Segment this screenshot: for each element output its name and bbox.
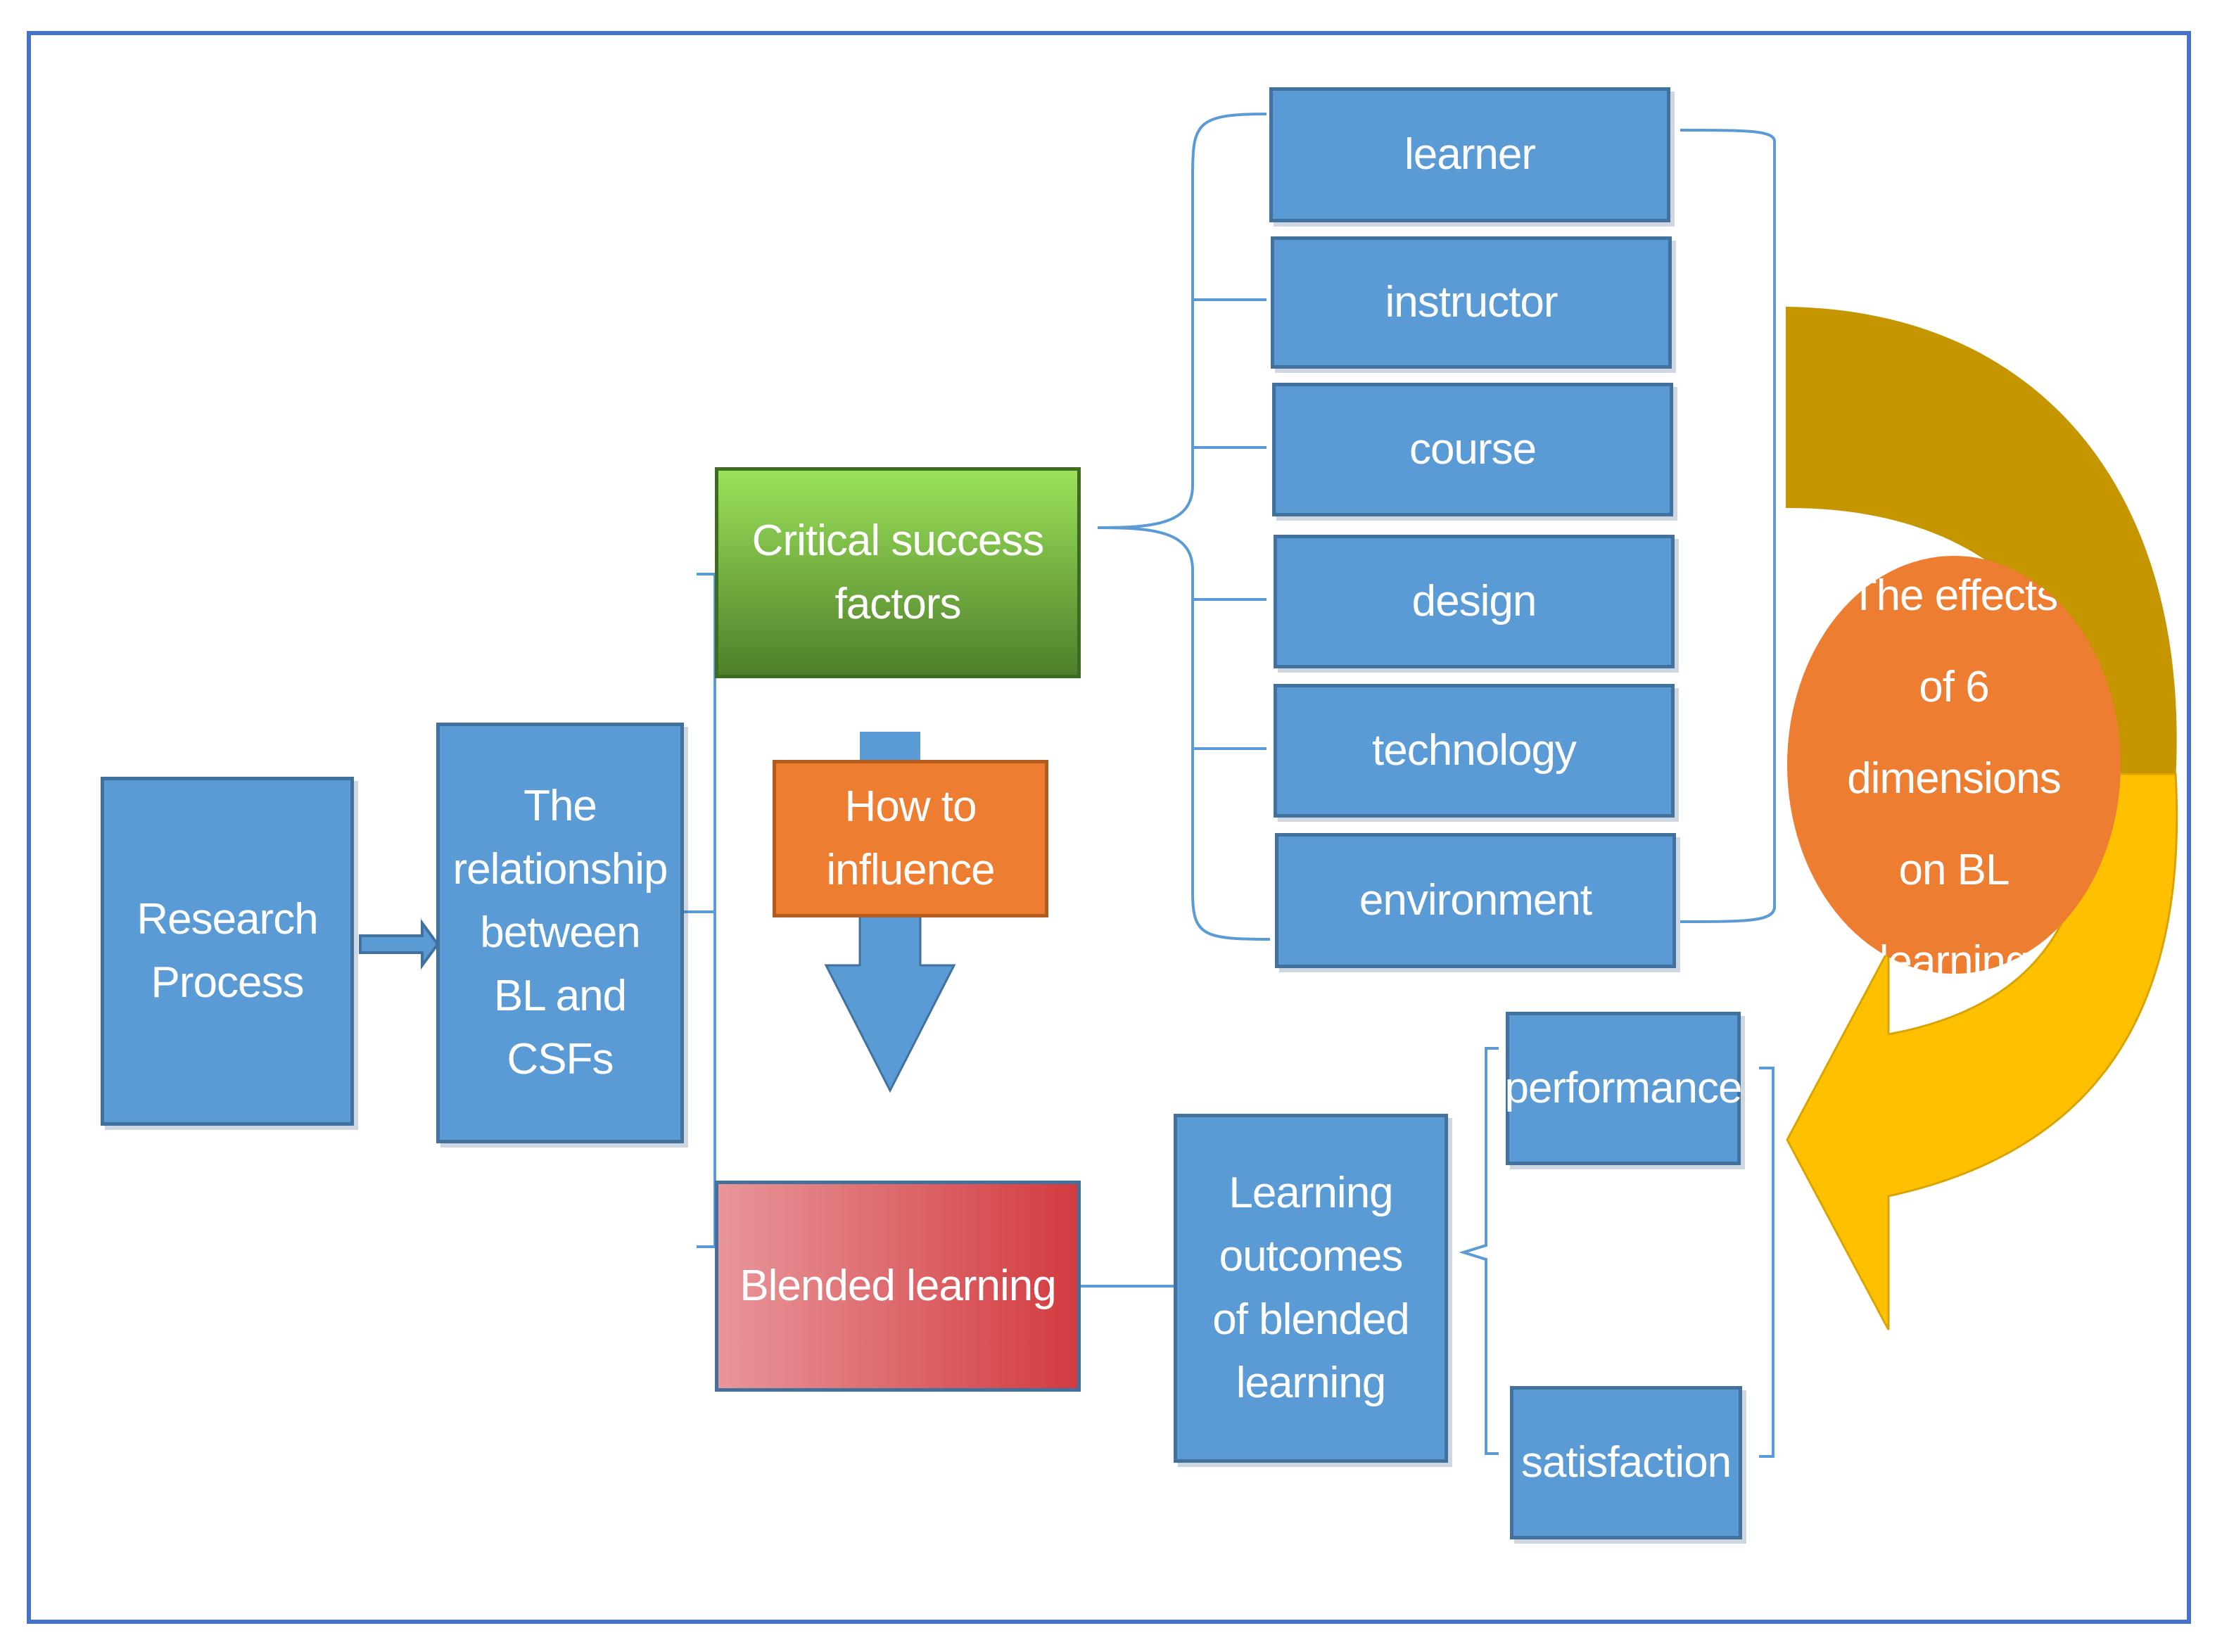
- outcomes-right-bracket: [1759, 1067, 1775, 1458]
- factor-instructor: instructor: [1271, 236, 1672, 369]
- factor-ticks: [1193, 298, 1266, 750]
- factor-environment: environment: [1275, 833, 1676, 968]
- effects-label: The effects of 6 dimensions on BL learni…: [1847, 571, 2062, 974]
- influence-stem: [860, 732, 920, 760]
- factor-technology: technology: [1274, 684, 1675, 818]
- learning-outcomes-box: Learning outcomes of blended learning: [1174, 1114, 1448, 1463]
- research-process-box: Research Process: [101, 777, 354, 1126]
- effects-circle: The effects of 6 dimensions on BL learni…: [1787, 556, 2121, 974]
- outcome-performance: performance: [1504, 1012, 1743, 1165]
- factor-course: course: [1272, 383, 1673, 516]
- critical-success-factors-box: Critical success factors: [715, 467, 1081, 678]
- right-arrow: [359, 918, 440, 970]
- factor-design: design: [1274, 535, 1675, 668]
- factors-brace: [1097, 113, 1271, 941]
- factors-right-bracket: [1680, 129, 1776, 923]
- outcome-satisfaction: satisfaction: [1510, 1386, 1742, 1539]
- down-arrow: [824, 913, 956, 1093]
- factor-learner: learner: [1269, 87, 1670, 222]
- how-to-influence-box: How to influence: [773, 760, 1048, 917]
- outcomes-left-bracket: [1459, 1047, 1499, 1455]
- branch-connector: [684, 573, 716, 1248]
- blended-learning-box: Blended learning: [715, 1181, 1081, 1392]
- relationship-box: The relationship between BL and CSFs: [436, 723, 684, 1143]
